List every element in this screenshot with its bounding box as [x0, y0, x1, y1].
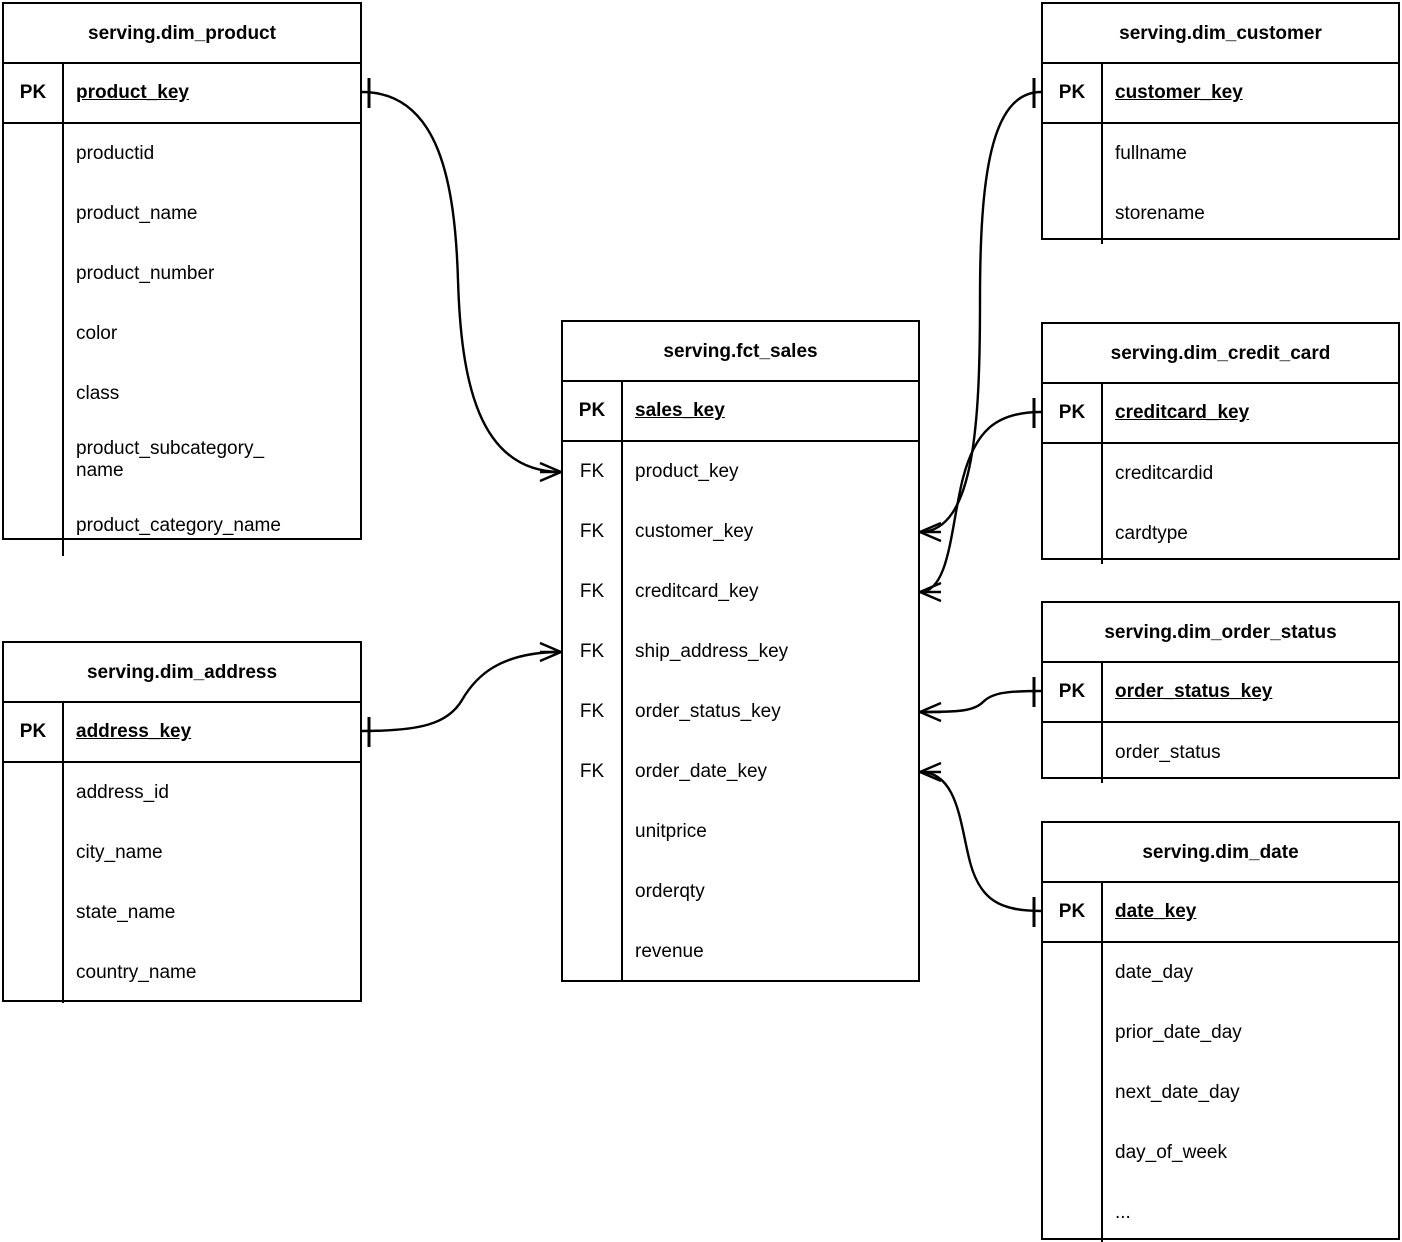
column-row: product_key — [635, 461, 739, 482]
column-row: unitprice — [635, 821, 707, 842]
entity-fct-sales[interactable]: serving.fct_sales PK sales_key FK FK FK … — [561, 320, 920, 982]
relationship-order-status — [919, 677, 1042, 723]
attributes-dim-date: date_day prior_date_day next_date_day da… — [1043, 943, 1398, 1242]
key-column: FK FK FK FK FK FK — [563, 442, 623, 982]
crowsfoot-address — [539, 641, 562, 663]
attribute-row: storename — [1115, 203, 1205, 225]
pk-row-dim-product: PK product_key — [4, 64, 360, 124]
attribute-row: product_subcategory_ name — [76, 438, 265, 481]
attribute-row: date_day — [1115, 962, 1194, 984]
crowsfoot-customer — [919, 521, 942, 543]
pk-field-order-status-key: order_status_key — [1115, 681, 1273, 702]
pk-field-address-key: address_key — [76, 721, 192, 742]
attribute-row: productid — [76, 143, 155, 165]
key-column-spacer — [1043, 124, 1103, 244]
pk-field-date-key: date_key — [1115, 901, 1197, 922]
column-row: revenue — [635, 941, 704, 962]
attribute-row: state_name — [76, 902, 176, 924]
crowsfoot-date — [919, 761, 942, 783]
pk-row-fct-sales: PK sales_key — [563, 382, 918, 442]
relationship-date — [919, 761, 1042, 927]
attribute-row: address_id — [76, 782, 169, 804]
crowsfoot-product — [539, 461, 562, 483]
attribute-row: product_name — [76, 203, 198, 225]
key-column-spacer — [1043, 723, 1103, 783]
entity-title-dim-address: serving.dim_address — [4, 643, 360, 703]
attribute-row: city_name — [76, 842, 163, 864]
entity-title-dim-order-status: serving.dim_order_status — [1043, 603, 1398, 663]
entity-dim-address[interactable]: serving.dim_address PK address_key addre… — [2, 641, 362, 1003]
pk-badge: PK — [1043, 64, 1103, 122]
column-row: order_date_key — [635, 761, 768, 782]
pk-badge: PK — [1043, 663, 1103, 721]
entity-dim-order-status[interactable]: serving.dim_order_status PK order_status… — [1041, 601, 1400, 783]
attribute-row: creditcardid — [1115, 463, 1214, 485]
attributes-dim-product: productid product_name product_number co… — [4, 124, 360, 556]
attribute-row: next_date_day — [1115, 1082, 1240, 1104]
pk-row-dim-credit-card: PK creditcard_key — [1043, 384, 1398, 444]
entity-title-dim-credit-card: serving.dim_credit_card — [1043, 324, 1398, 384]
crowsfoot-creditcard — [919, 581, 942, 603]
entity-dim-customer[interactable]: serving.dim_customer PK customer_key ful… — [1041, 2, 1400, 244]
attribute-row: product_category_name — [76, 515, 281, 537]
relationship-customer — [919, 78, 1042, 543]
entity-dim-credit-card[interactable]: serving.dim_credit_card PK creditcard_ke… — [1041, 322, 1400, 564]
key-column-spacer — [4, 124, 64, 556]
key-column-spacer — [1043, 444, 1103, 564]
pk-row-dim-date: PK date_key — [1043, 883, 1398, 943]
fk-badge: FK — [579, 641, 605, 662]
entity-dim-date[interactable]: serving.dim_date PK date_key date_day pr… — [1041, 821, 1400, 1242]
crowsfoot-order-status — [919, 701, 942, 723]
column-row: orderqty — [635, 881, 705, 902]
pk-field-sales-key: sales_key — [635, 400, 725, 421]
pk-badge: PK — [1043, 384, 1103, 442]
attribute-row: class — [76, 383, 120, 405]
pk-field-product-key: product_key — [76, 82, 189, 103]
relationship-address — [361, 641, 562, 747]
pk-row-dim-customer: PK customer_key — [1043, 64, 1398, 124]
entity-dim-product[interactable]: serving.dim_product PK product_key produ… — [2, 2, 362, 556]
entity-title-dim-customer: serving.dim_customer — [1043, 4, 1398, 64]
fk-badge: FK — [579, 581, 605, 602]
attributes-dim-credit-card: creditcardid cardtype — [1043, 444, 1398, 564]
attribute-row: fullname — [1115, 143, 1187, 165]
column-row: customer_key — [635, 521, 754, 542]
attribute-row: ... — [1115, 1202, 1131, 1224]
entity-title-dim-date: serving.dim_date — [1043, 823, 1398, 883]
attribute-row: day_of_week — [1115, 1142, 1227, 1164]
attribute-row: country_name — [76, 962, 197, 984]
attribute-row: cardtype — [1115, 523, 1188, 545]
pk-badge: PK — [4, 64, 64, 122]
pk-badge: PK — [563, 382, 623, 440]
attributes-dim-address: address_id city_name state_name country_… — [4, 763, 360, 1003]
attribute-row: color — [76, 323, 118, 345]
attributes-dim-customer: fullname storename — [1043, 124, 1398, 244]
pk-badge: PK — [4, 703, 64, 761]
column-names: product_key customer_key creditcard_key … — [623, 442, 918, 982]
attributes-dim-order-status: order_status — [1043, 723, 1398, 783]
key-column-spacer — [4, 763, 64, 1003]
key-column-spacer — [1043, 943, 1103, 1242]
column-row: ship_address_key — [635, 641, 789, 662]
fk-badge: FK — [579, 521, 605, 542]
relationship-creditcard — [919, 398, 1042, 603]
columns-fct-sales: FK FK FK FK FK FK product_key customer_k… — [563, 442, 918, 982]
attribute-row: order_status — [1115, 742, 1221, 764]
column-row: order_status_key — [635, 701, 781, 722]
fk-badge: FK — [579, 701, 605, 722]
relationship-product — [361, 78, 562, 483]
column-row: creditcard_key — [635, 581, 759, 602]
fk-badge: FK — [579, 461, 605, 482]
entity-title-fct-sales: serving.fct_sales — [563, 322, 918, 382]
pk-row-dim-order-status: PK order_status_key — [1043, 663, 1398, 723]
pk-field-customer-key: customer_key — [1115, 82, 1243, 103]
fk-badge: FK — [579, 761, 605, 782]
attribute-row: product_number — [76, 263, 215, 285]
entity-title-dim-product: serving.dim_product — [4, 4, 360, 64]
pk-row-dim-address: PK address_key — [4, 703, 360, 763]
pk-badge: PK — [1043, 883, 1103, 941]
pk-field-creditcard-key: creditcard_key — [1115, 402, 1250, 423]
attribute-row: prior_date_day — [1115, 1022, 1242, 1044]
